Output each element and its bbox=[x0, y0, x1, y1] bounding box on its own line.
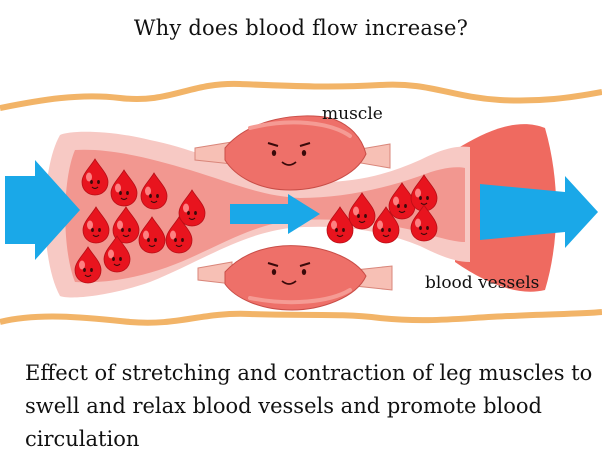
muscle-face-icon bbox=[267, 142, 311, 166]
diagram-caption: Effect of stretching and contraction of … bbox=[25, 361, 593, 451]
blood-vessels-label: blood vessels bbox=[425, 273, 540, 293]
lower-skin-line bbox=[0, 309, 602, 326]
diagram-title: Why does blood flow increase? bbox=[133, 16, 469, 40]
upper-skin-line bbox=[0, 80, 602, 111]
muscle-face-icon bbox=[267, 262, 311, 285]
flow-arrow-icon bbox=[5, 160, 80, 260]
flow-arrow-icon bbox=[480, 176, 598, 248]
lower-muscle bbox=[197, 245, 393, 311]
muscle-label: muscle bbox=[322, 104, 383, 124]
upper-muscle bbox=[194, 115, 391, 191]
flow-arrow-icon bbox=[230, 194, 320, 234]
